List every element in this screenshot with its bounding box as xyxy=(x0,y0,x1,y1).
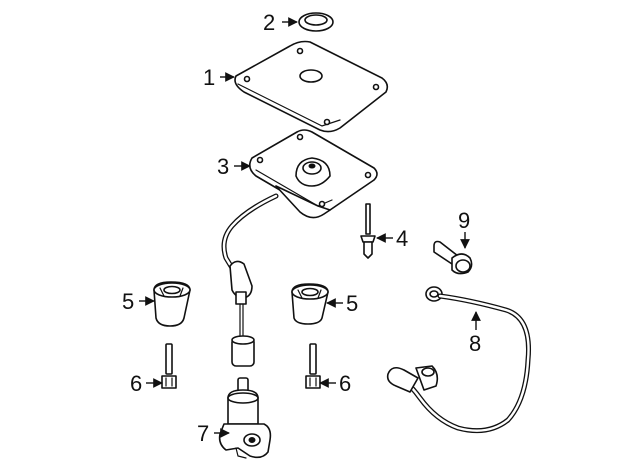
callout-6-left: 6 xyxy=(130,371,142,396)
part-6-bolt-right xyxy=(305,343,321,389)
callout-8: 8 xyxy=(469,331,481,356)
part-2-plug xyxy=(298,12,334,32)
callout-4: 4 xyxy=(396,226,408,251)
leader-arrows xyxy=(139,17,481,438)
callout-6-right: 6 xyxy=(339,371,351,396)
part-1-cover-plate xyxy=(234,40,389,133)
part-4-pin xyxy=(360,203,376,259)
callout-5-right: 5 xyxy=(346,291,358,316)
callout-7: 7 xyxy=(197,421,209,446)
part-8-lock-cable xyxy=(386,286,532,434)
callout-9: 9 xyxy=(458,208,470,233)
part-7-winch xyxy=(218,377,272,459)
callout-2: 2 xyxy=(263,10,275,35)
part-9-bolt xyxy=(433,240,473,275)
part-5-bumper-left xyxy=(153,281,191,327)
part-5-bumper-right xyxy=(291,283,329,325)
winch-cable xyxy=(221,193,279,367)
part-6-bolt-left xyxy=(161,343,177,389)
part-3-carrier-plate xyxy=(248,129,378,219)
callout-3: 3 xyxy=(217,154,229,179)
callout-1: 1 xyxy=(203,65,215,90)
callout-5-left: 5 xyxy=(122,289,134,314)
